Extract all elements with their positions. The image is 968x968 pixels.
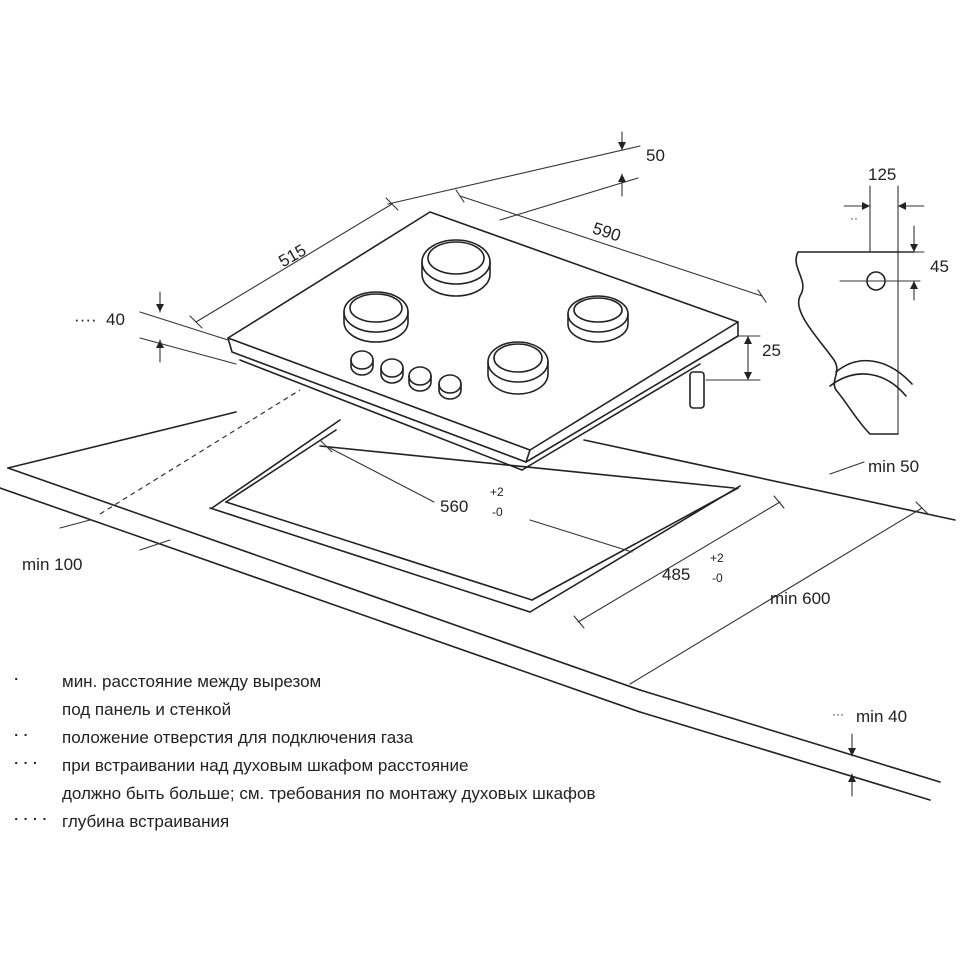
dim-50-label: 50 bbox=[646, 146, 665, 165]
legend-mark-1: · bbox=[12, 672, 22, 688]
dim-125-mark: ·· bbox=[850, 211, 858, 225]
dim-min600-label: min 600 bbox=[770, 589, 830, 608]
dim-560-label: 560 bbox=[440, 497, 468, 516]
knob-2 bbox=[380, 358, 404, 384]
legend-mark-4: ···· bbox=[12, 812, 50, 828]
dim-min100: min 100 bbox=[22, 389, 301, 574]
side-profile: 125 ·· 45 bbox=[795, 165, 949, 435]
dim-590-label: 590 bbox=[590, 219, 623, 246]
dim-560-tol-minus: -0 bbox=[492, 505, 503, 519]
dim-560-tol-plus: +2 bbox=[490, 485, 504, 499]
dim-min40-label: min 40 bbox=[856, 707, 907, 726]
dim-50: 50 bbox=[387, 131, 665, 221]
dim-min40: ··· min 40 bbox=[832, 707, 907, 797]
dim-min600: min 600 bbox=[629, 501, 929, 685]
legend-text-4a: глубина встраивания bbox=[62, 812, 230, 831]
dim-25-label: 25 bbox=[762, 341, 781, 360]
burner-right bbox=[567, 295, 629, 343]
legend-text-3b: должно быть больше; см. требования по мо… bbox=[62, 784, 596, 803]
dim-min50: min 50 bbox=[829, 457, 919, 476]
dim-40-left-label: 40 bbox=[106, 310, 125, 329]
dim-515-label: 515 bbox=[275, 240, 309, 271]
legend-mark-2: ·· bbox=[12, 728, 31, 744]
knob-3 bbox=[408, 366, 432, 392]
dim-25: 25 bbox=[705, 335, 781, 381]
knob-1 bbox=[350, 350, 374, 376]
cutout bbox=[211, 419, 741, 613]
dim-590: 590 bbox=[455, 189, 767, 303]
legend-text-1b: под панель и стенкой bbox=[62, 700, 232, 719]
dim-560: 560 +2 -0 bbox=[319, 439, 633, 553]
legend-mark-3: ··· bbox=[12, 756, 41, 772]
dim-min100-label: min 100 bbox=[22, 555, 82, 574]
dim-min50-label: min 50 bbox=[868, 457, 919, 476]
legend-text-3a: при встраивании над духовым шкафом расст… bbox=[62, 756, 469, 775]
burner-front bbox=[487, 341, 549, 395]
knobs bbox=[350, 350, 462, 400]
knob-4 bbox=[438, 374, 462, 400]
burner-left bbox=[343, 291, 409, 343]
dim-485-tol-plus: +2 bbox=[710, 551, 724, 565]
dim-125-label: 125 bbox=[868, 165, 896, 184]
dim-485-label: 485 bbox=[662, 565, 690, 584]
legend-text-2a: положение отверстия для подключения газа bbox=[62, 728, 414, 747]
dim-min40-mark: ··· bbox=[832, 707, 844, 721]
dim-40-left: ···· 40 bbox=[74, 291, 237, 365]
dim-40-left-mark: ···· bbox=[74, 310, 97, 329]
dim-485-tol-minus: -0 bbox=[712, 571, 723, 585]
legend-text-1a: мин. расстояние между вырезом bbox=[62, 672, 322, 691]
dim-45-label: 45 bbox=[930, 257, 949, 276]
burner-back bbox=[421, 239, 491, 297]
burners bbox=[343, 239, 629, 395]
countertop bbox=[0, 411, 956, 801]
dim-515: 515 bbox=[189, 197, 399, 329]
dim-485: 485 +2 -0 bbox=[573, 495, 785, 629]
